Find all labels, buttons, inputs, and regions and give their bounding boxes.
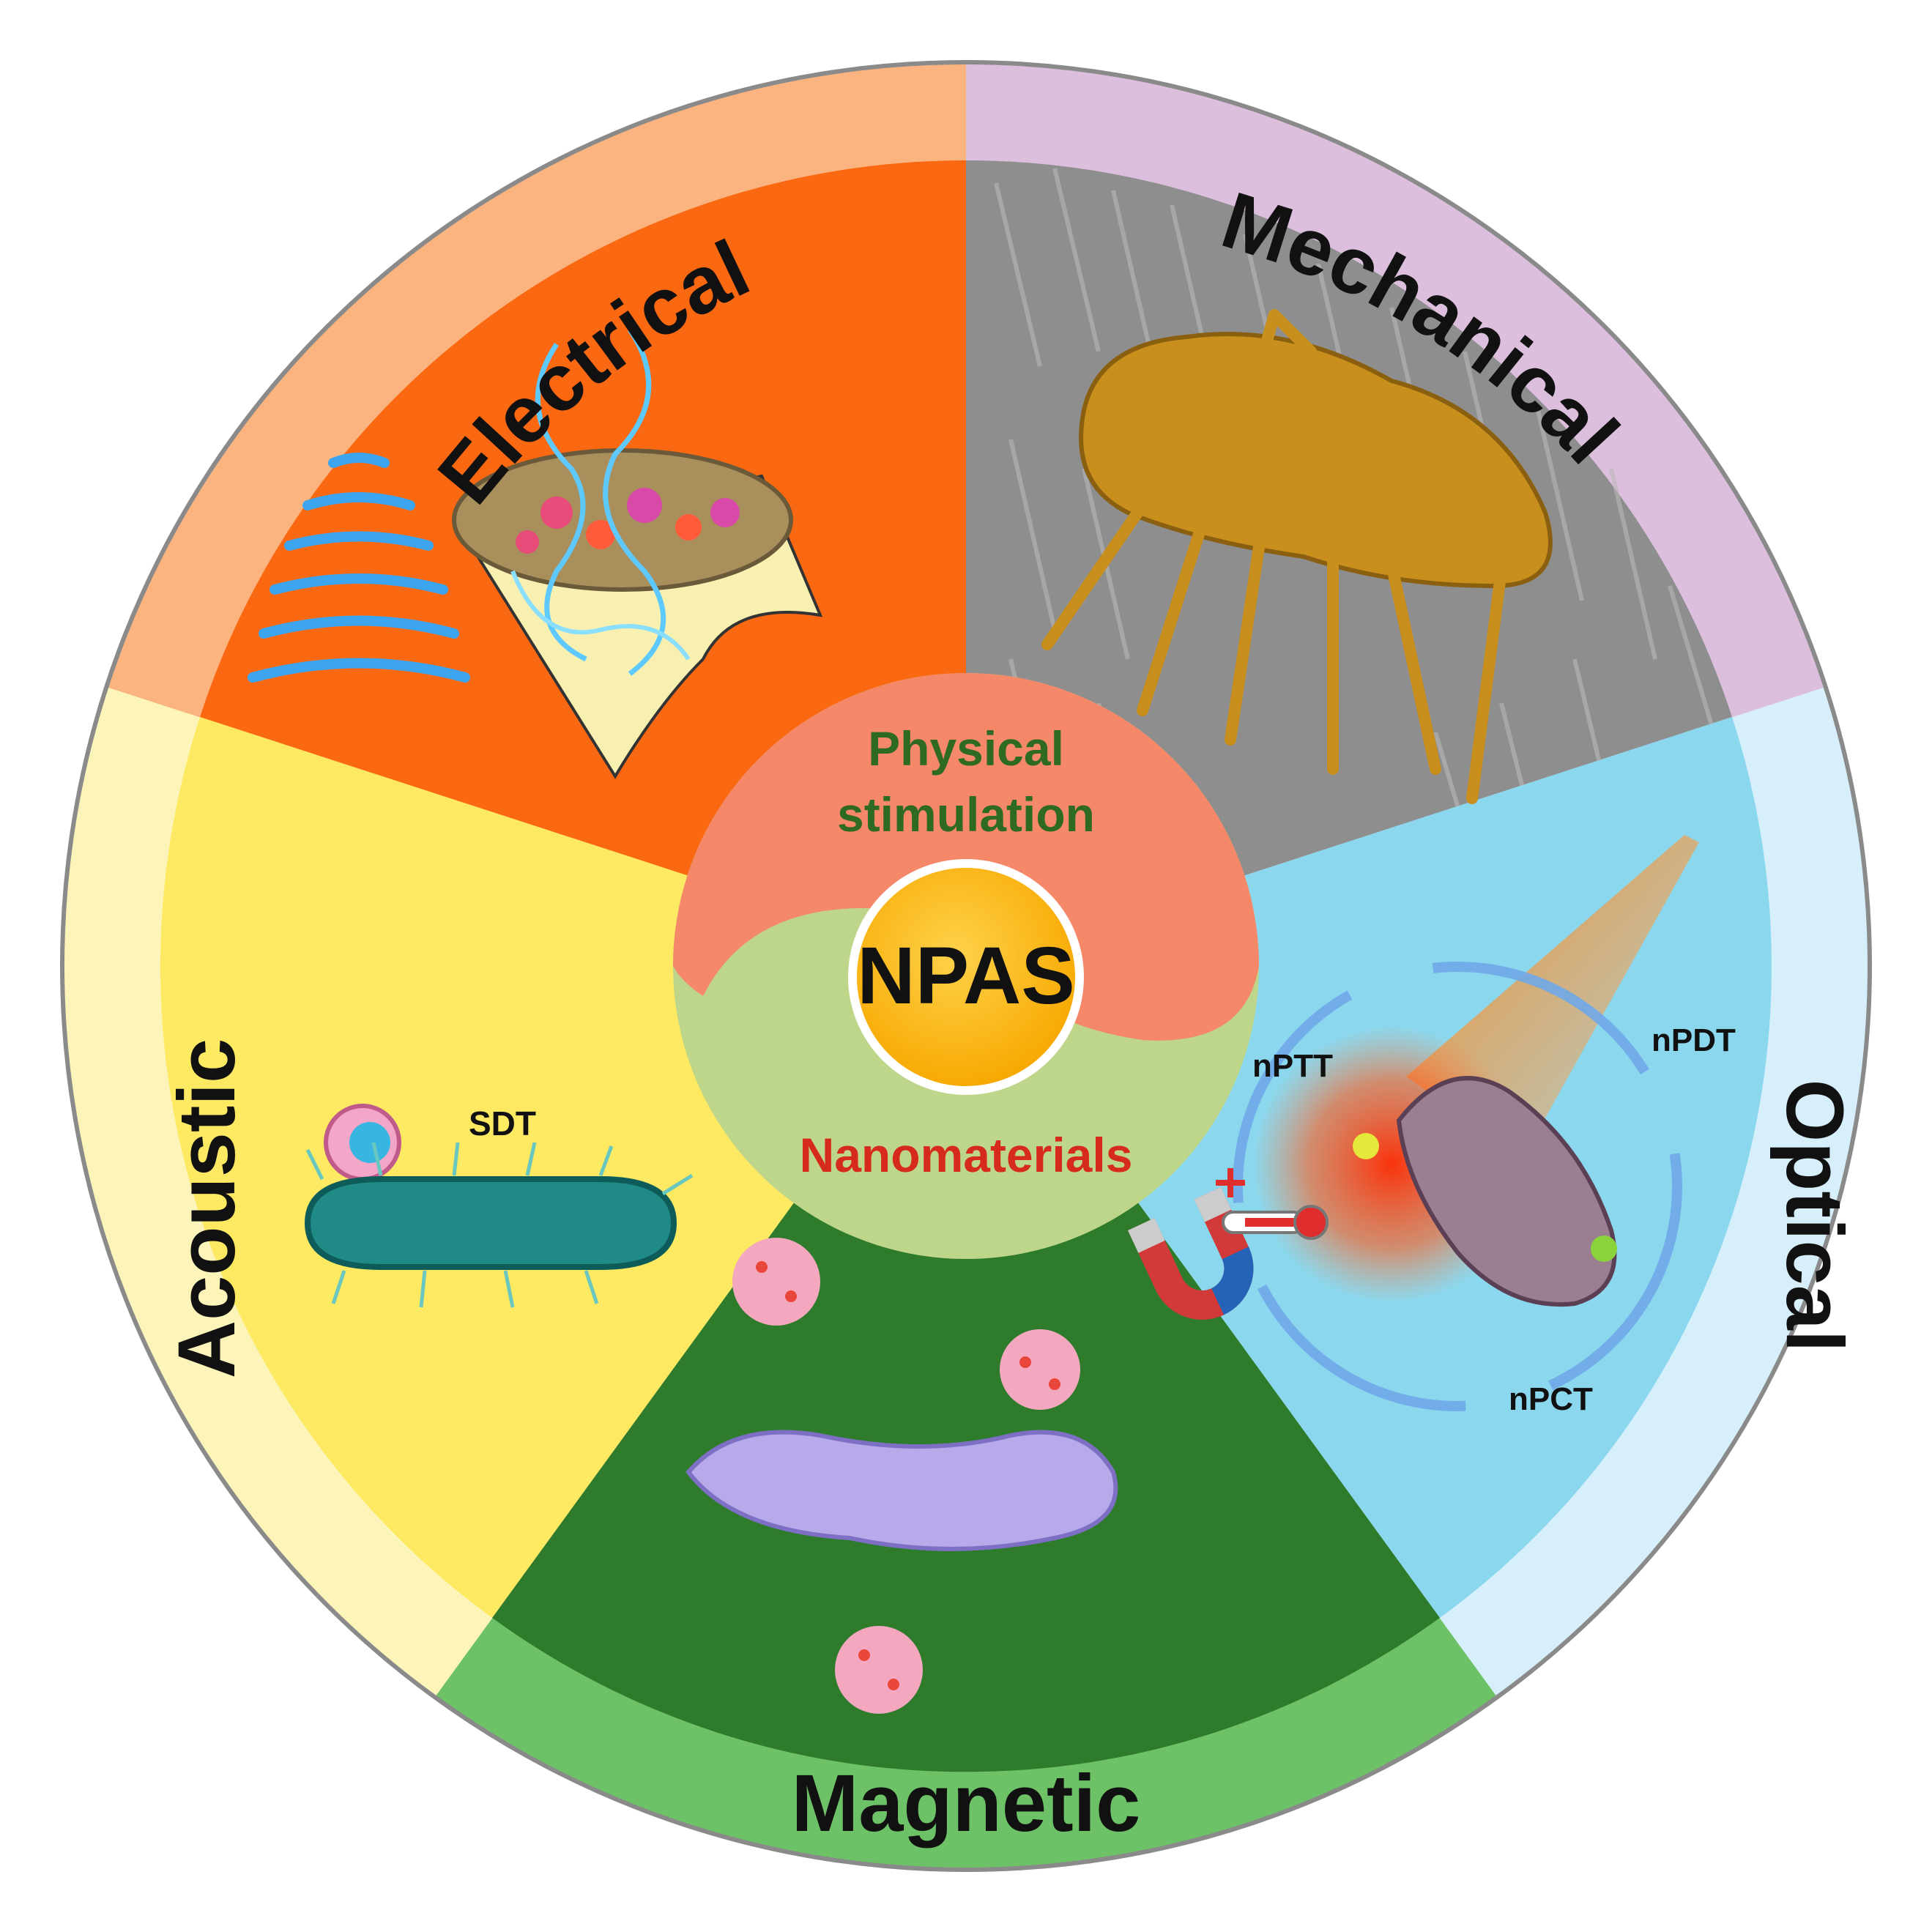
bacterium-on-nanopillars-icon	[1041, 309, 1553, 804]
npas-badge	[848, 859, 1084, 1095]
center-disc	[673, 673, 1259, 1259]
nanomaterials-label: Nanomaterials	[800, 1128, 1133, 1182]
nanoparticle-sensitizer-icon	[324, 1104, 401, 1181]
sdt-label: SDT	[469, 1104, 536, 1143]
magnetic-inner-sector	[492, 966, 1440, 1772]
bacterium-electric-field-icon	[452, 328, 823, 779]
thermometer-icon	[1216, 1168, 1329, 1240]
bacterium-ultrasound-icon	[248, 453, 694, 1308]
npdt-label: nPDT	[1652, 1022, 1736, 1058]
acoustic-title: Acoustic	[162, 1039, 252, 1379]
nptt-label: nPTT	[1252, 1048, 1333, 1084]
magnetic-title: Magnetic	[792, 1758, 1141, 1849]
stimulation-label: stimulation	[837, 787, 1095, 841]
physical-label: Physical	[868, 721, 1064, 776]
optical-title: Optical	[1769, 1080, 1859, 1353]
ultrasound-waves-icon	[248, 453, 470, 683]
npas-label: NPAS	[857, 931, 1074, 1021]
bacterium-light-irradiation-icon	[1216, 835, 1699, 1411]
npct-label: nPCT	[1509, 1381, 1593, 1417]
physical-stimulation-half	[673, 673, 1259, 1041]
rod-bacterium-icon	[304, 1176, 677, 1270]
outer-rim	[60, 60, 1872, 1872]
